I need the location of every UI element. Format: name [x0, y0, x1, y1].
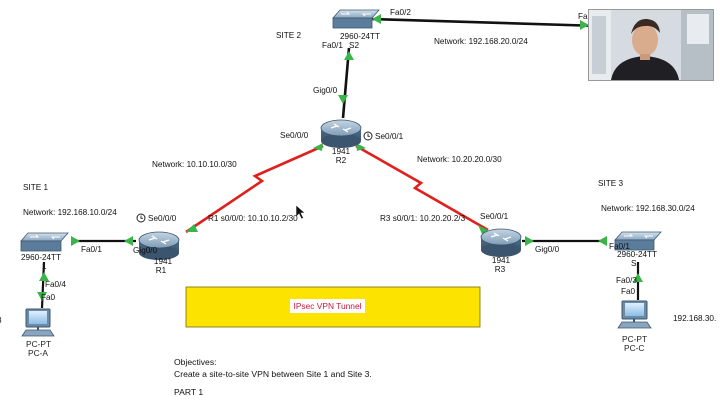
pcc-type-label: PC-PT: [622, 334, 647, 344]
pca-type-label: PC-PT: [26, 339, 51, 349]
port-up-icon: [124, 236, 133, 246]
pc-a[interactable]: [21, 308, 55, 337]
network-site3-label: Network: 192.168.30.0/24: [601, 204, 695, 213]
r3-gig00-label: Gig0/0: [535, 245, 560, 254]
r3-name-label: R3: [495, 265, 506, 274]
objectives-line: Create a site-to-site VPN between Site 1…: [174, 368, 372, 379]
vpn-label-background: [290, 299, 365, 313]
part-heading: PART 1: [174, 387, 204, 397]
port-up-icon: [372, 14, 381, 24]
port-up-icon: [186, 224, 198, 232]
network-site2-label: Network: 192.168.20.0/24: [434, 37, 528, 46]
network-site1-label: Network: 192.168.10.0/24: [23, 208, 117, 217]
clock-icon: [136, 213, 146, 223]
port-up-icon: [313, 143, 323, 151]
s1-fa01-label: Fa0/1: [81, 245, 102, 254]
s3-name-label: S: [631, 259, 637, 268]
webcam-overlay: [588, 9, 714, 81]
pca-name-label: PC-A: [28, 348, 48, 358]
pc-c[interactable]: [617, 300, 652, 329]
r2-name-label: R2: [336, 156, 347, 165]
port-up-icon: [478, 225, 488, 234]
port-up-icon: [37, 292, 47, 301]
s2-fa01-label: Fa0/1: [322, 41, 343, 50]
s2-fa02-label: Fa0/2: [390, 8, 411, 17]
r1-name-label: R1: [156, 266, 167, 275]
r1-address-label: R1 s0/0/0: 10.10.10.2/30: [208, 214, 298, 223]
port-up-icon: [633, 273, 643, 282]
pcc-name-label: PC-C: [624, 343, 644, 353]
link-r2-r3-serial: [355, 144, 489, 232]
pca-fa0-label: Fa0: [41, 293, 56, 302]
network-r2-r3-label: Network: 10.20.20.0/30: [417, 155, 502, 164]
r2-se000-label: Se0/0/0: [280, 131, 309, 140]
router-r1[interactable]: [138, 231, 180, 260]
vpn-tunnel-label: IPsec VPN Tunnel: [294, 301, 362, 311]
mouse-cursor-icon: [295, 204, 306, 220]
port-indicators: [37, 14, 643, 301]
r1-model-label: 1941: [154, 257, 173, 266]
port-up-icon: [344, 51, 354, 60]
s1-name-label: 1: [42, 262, 47, 271]
link-s2-pcb: [369, 17, 601, 28]
s2-model-label: 2960-24TT: [340, 32, 380, 41]
site3-label: SITE 3: [598, 179, 623, 188]
port-up-icon: [338, 95, 348, 104]
pcb-fa-label: Fa: [578, 12, 588, 21]
r3-model-label: 1941: [492, 256, 511, 265]
r1-se000-label: Se0/0/0: [148, 214, 177, 223]
link-r2-r1-serial: [185, 144, 324, 234]
s3-fa03-label: Fa0/3: [616, 276, 637, 285]
r3-se001-label: Se0/0/1: [480, 212, 509, 221]
presenter-video-icon: [589, 10, 713, 80]
port-up-icon: [39, 272, 49, 281]
router-r3[interactable]: [480, 228, 522, 257]
router-r2[interactable]: [320, 119, 362, 148]
network-r1-r2-label: Network: 10.10.10.0/30: [152, 160, 237, 169]
switch-s2[interactable]: [332, 9, 380, 29]
left-edge-text: 3: [0, 316, 2, 325]
port-up-icon: [598, 236, 607, 246]
r2-model-label: 1941: [332, 147, 351, 156]
r2-se001-label: Se0/0/1: [375, 132, 404, 141]
port-up-icon: [356, 143, 366, 151]
switch-s3[interactable]: [614, 231, 662, 251]
s1-fa04-label: Fa0/4: [45, 280, 66, 289]
port-up-icon: [71, 236, 80, 246]
clock-icon: [363, 131, 373, 141]
r2-gig00-label: Gig0/0: [313, 86, 338, 95]
pcc-fa0-label: Fa0: [621, 287, 636, 296]
r3-address-label: R3 s0/0/1: 10.20.20.2/3: [380, 214, 466, 223]
port-up-icon: [525, 236, 534, 246]
switch-s1[interactable]: [20, 232, 69, 252]
s3-fa01-label: Fa0/1: [609, 242, 630, 251]
r1-gig00-label: Gig0/0: [133, 246, 158, 255]
s3-model-label: 2960-24TT: [617, 250, 657, 259]
pcc-address-label: 192.168.30.: [673, 314, 716, 323]
objectives-heading: Objectives:: [174, 357, 217, 367]
port-up-icon: [580, 20, 589, 30]
objectives-section: Objectives: Create a site-to-site VPN be…: [174, 357, 714, 399]
s1-model-label: 2960-24TT: [21, 253, 61, 262]
site1-label: SITE 1: [23, 183, 48, 192]
site2-label: SITE 2: [276, 31, 301, 40]
s2-name-label: S2: [349, 41, 359, 50]
